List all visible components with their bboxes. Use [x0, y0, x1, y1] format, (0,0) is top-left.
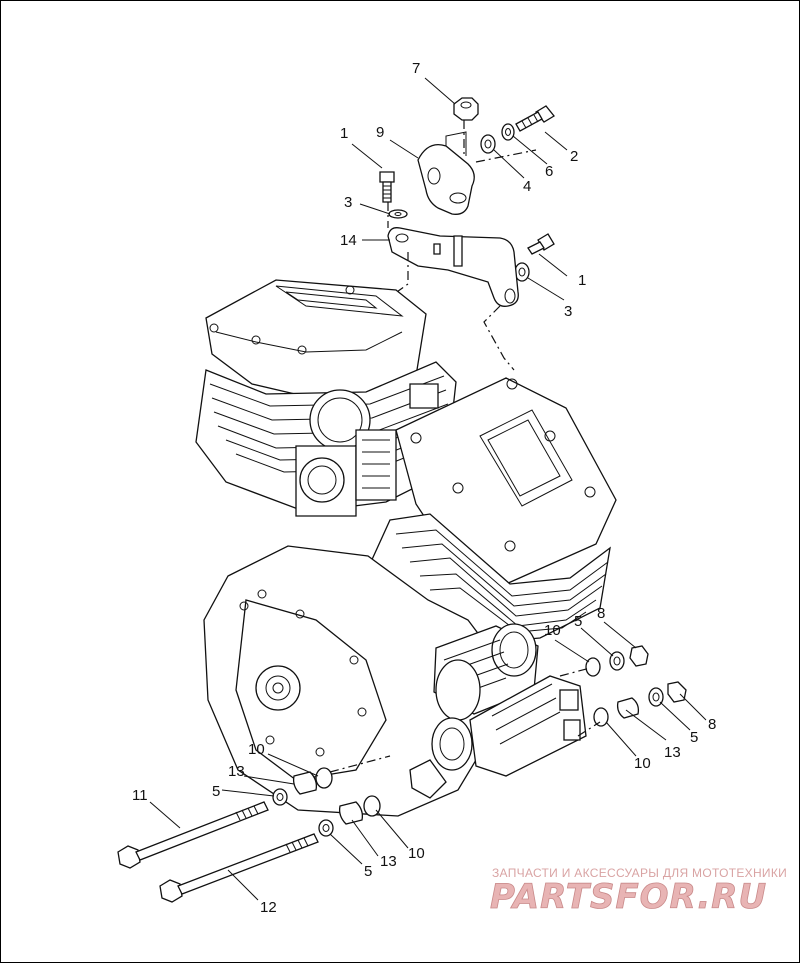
- crankcase: [203, 545, 499, 817]
- part-8-nut: [629, 645, 649, 667]
- part-5-washer-left: [272, 788, 288, 806]
- callout-12: 12: [260, 899, 277, 916]
- callout-1: 1: [578, 272, 586, 289]
- lower-right-fasteners-upper: [559, 645, 649, 677]
- callout-10: 10: [634, 755, 651, 772]
- rear-rocker-cover: [205, 279, 427, 399]
- callout-13: 13: [664, 744, 681, 761]
- part-2-bolt: [515, 105, 555, 132]
- callout-labels: 7 9 1 3 14 2 6 4 1 3 5 8 10 8 5 13 10 10…: [132, 60, 716, 916]
- part-8-nut-lower: [667, 681, 687, 703]
- starter-motor: [409, 675, 587, 799]
- callout-11: 11: [132, 787, 148, 804]
- callout-10: 10: [544, 622, 561, 639]
- part-11-bolt: [117, 801, 269, 869]
- part-1-bolt-upper: [379, 171, 395, 203]
- callout-13: 13: [228, 763, 245, 780]
- lower-left-fasteners: [272, 755, 391, 837]
- callout-4: 4: [523, 178, 531, 195]
- callout-5: 5: [690, 729, 698, 746]
- part-10-spacer-mid: [363, 795, 381, 817]
- leader-lines: [149, 77, 707, 901]
- callout-14: 14: [340, 232, 357, 249]
- top-mount-bracket-assembly: [379, 97, 555, 371]
- callout-13: 13: [380, 853, 397, 870]
- callout-5: 5: [212, 783, 220, 800]
- lower-right-fasteners-lower: [577, 681, 687, 737]
- part-7-nut: [453, 97, 479, 121]
- callout-6: 6: [545, 163, 553, 180]
- part-3-washer-upper: [388, 209, 408, 219]
- part-10-spacer-lower: [593, 707, 609, 727]
- oil-filter: [433, 623, 539, 721]
- callout-10: 10: [248, 741, 265, 758]
- callout-8: 8: [597, 605, 605, 622]
- part-10-spacer: [585, 657, 601, 677]
- watermark-logo: PARTSFOR.RU: [490, 877, 767, 916]
- part-5-washer-mid: [318, 819, 334, 837]
- callout-1: 1: [340, 125, 348, 142]
- watermark-tagline: ЗАПЧАСТИ И АКСЕССУАРЫ ДЛЯ МОТОТЕХНИКИ: [492, 866, 788, 880]
- callout-5: 5: [574, 613, 582, 630]
- engine-body: [195, 279, 617, 817]
- part-1-bolt-right: [527, 233, 555, 255]
- callout-5: 5: [364, 863, 372, 880]
- part-13-bushing: [616, 697, 640, 719]
- part-9-bracket: [417, 131, 475, 215]
- part-5-washer: [609, 651, 625, 671]
- callout-3: 3: [344, 194, 352, 211]
- part-5-washer-lower: [648, 687, 664, 707]
- part-12-bolt: [159, 833, 319, 903]
- part-13-bushing-left: [292, 771, 318, 795]
- part-13-bushing-mid: [338, 801, 364, 825]
- part-6-washer: [501, 123, 515, 141]
- part-4-washer: [480, 134, 496, 154]
- part-14-bracket-plate: [387, 227, 519, 307]
- part-10-spacer-left: [315, 767, 333, 789]
- callout-9: 9: [376, 124, 384, 141]
- carburetor: [295, 383, 439, 517]
- callout-10: 10: [408, 845, 425, 862]
- callout-3: 3: [564, 303, 572, 320]
- callout-8: 8: [708, 716, 716, 733]
- watermark-logo-text: PARTSFOR.RU: [490, 877, 767, 916]
- callout-7: 7: [412, 60, 420, 77]
- callout-2: 2: [570, 148, 578, 165]
